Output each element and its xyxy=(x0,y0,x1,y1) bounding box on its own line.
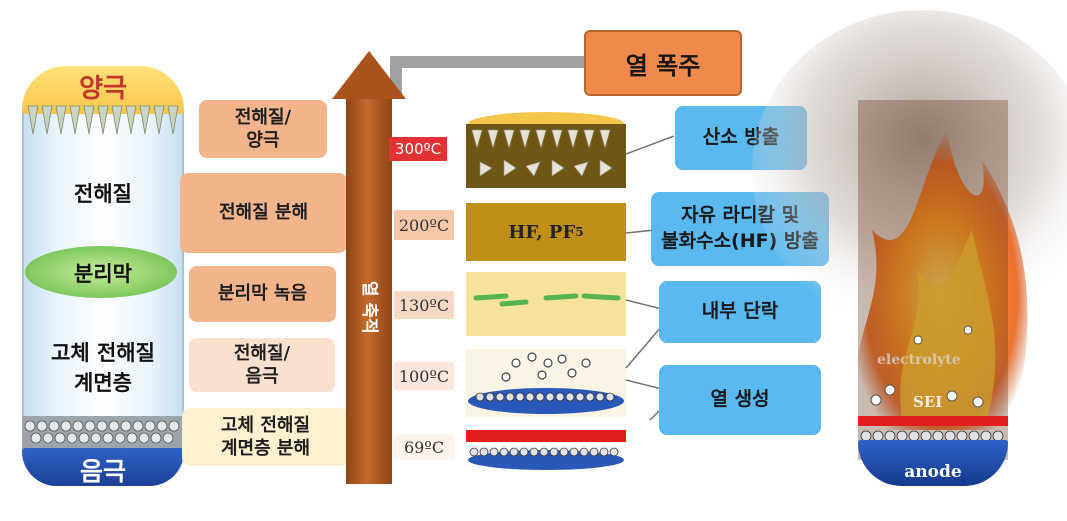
process-line: 전해질/ xyxy=(233,342,291,364)
process-sei-decomposition: 고체 전해질 계면층 분해 xyxy=(182,408,349,466)
temp-100: 100ºC xyxy=(394,362,454,390)
process-line: 고체 전해질 xyxy=(220,414,311,436)
axis-label-text: 열 축적 xyxy=(358,280,379,334)
sei-layer xyxy=(466,430,626,470)
process-line: 전해질 분해 xyxy=(218,202,309,224)
burning-electrolyte-label: electrolyte xyxy=(877,352,961,368)
oxygen-release-layer xyxy=(466,112,626,188)
temp-300: 300ºC xyxy=(389,137,447,161)
process-line: 음극 xyxy=(245,366,279,387)
process-electrolyte-anode: 전해질/ 음극 xyxy=(189,338,335,392)
burning-cell-body xyxy=(858,100,1008,460)
fire-smoke xyxy=(752,10,1067,430)
temp-130: 130ºC xyxy=(394,291,454,319)
separator-melt-layer xyxy=(466,272,626,336)
result-line: 내부 단락 xyxy=(701,300,779,323)
cathode-crystals xyxy=(27,105,179,135)
temp-200: 200ºC xyxy=(394,210,454,240)
hf-pf5-subscript: 5 xyxy=(575,225,584,239)
separator-ellipse xyxy=(25,246,177,298)
connector-line xyxy=(390,56,586,68)
electrolyte-anode-layer xyxy=(466,349,626,417)
thermal-runaway-label: 열 폭주 xyxy=(584,30,742,96)
burning-sei-label: SEI xyxy=(913,393,943,411)
electrolyte-label: 전해질 xyxy=(74,182,132,206)
process-separator-melt: 분리막 녹음 xyxy=(189,266,336,322)
burning-anode-cap xyxy=(858,440,1008,486)
result-heat-generation: 열 생성 xyxy=(659,365,821,435)
heat-accumulation-label: 열 축적 xyxy=(350,280,386,334)
result-internal-short: 내부 단락 xyxy=(659,281,821,343)
process-electrolyte-decomposition: 전해질 분해 xyxy=(180,173,347,253)
process-line: 분리막 녹음 xyxy=(217,283,308,305)
burning-anode-label: anode xyxy=(904,462,962,482)
cathode-label: 양극 xyxy=(79,74,127,104)
process-line: 계면층 분해 xyxy=(220,438,311,459)
process-line: 전해질/ xyxy=(234,106,292,128)
separator-label: 분리막 xyxy=(74,262,132,286)
process-electrolyte-cathode: 전해질/ 양극 xyxy=(199,100,327,158)
sei-label-line2: 계면층 xyxy=(74,371,132,395)
result-line: 열 생성 xyxy=(710,388,770,411)
anode-cap xyxy=(22,448,184,486)
arrow-head xyxy=(332,51,406,99)
temp-69: 69ºC xyxy=(394,434,454,460)
heat-accumulation-arrow xyxy=(346,96,392,484)
process-line: 양극 xyxy=(246,130,280,151)
anode-particles xyxy=(22,416,184,452)
hf-pf5-text: HF, PF xyxy=(508,221,576,243)
sei-label-line1: 고체 전해질 xyxy=(51,341,155,365)
anode-label: 음극 xyxy=(79,457,126,486)
